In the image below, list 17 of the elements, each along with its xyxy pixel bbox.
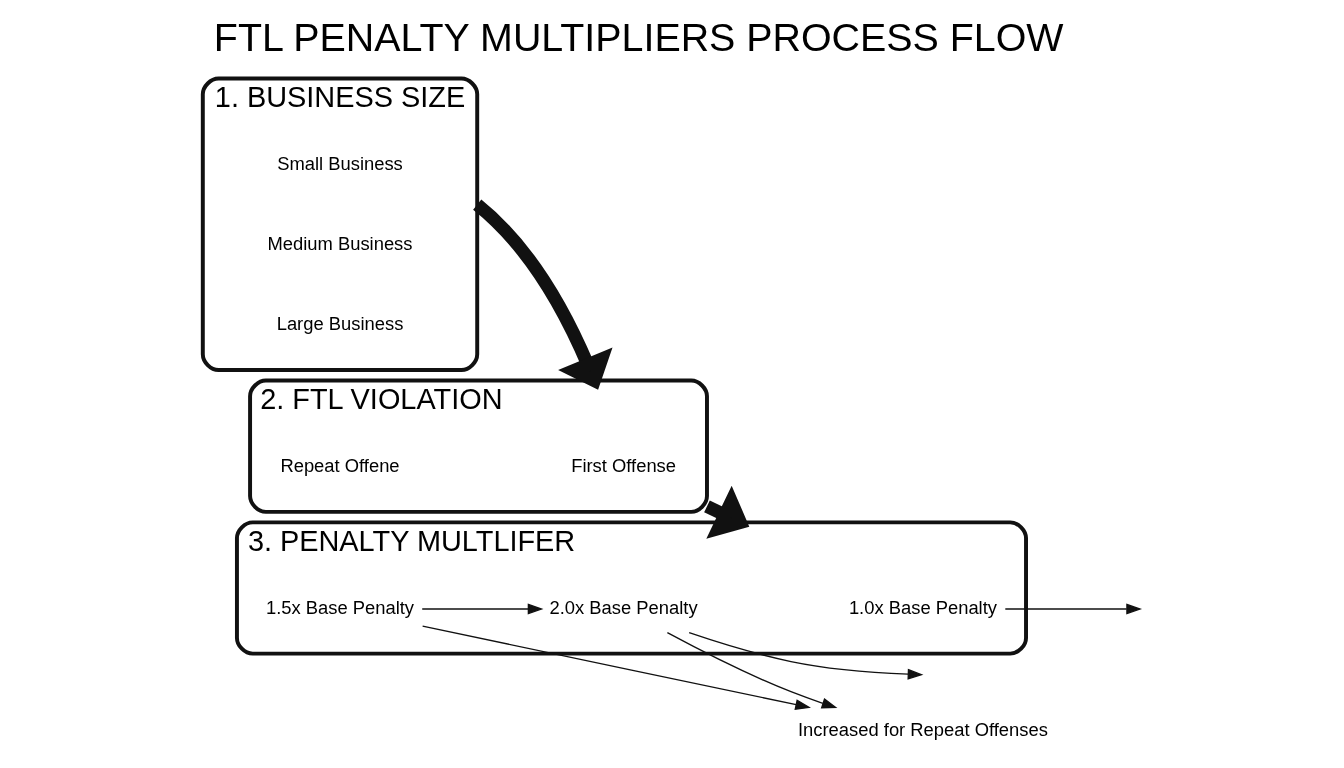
- node-text: Small Business: [277, 152, 403, 174]
- arrow: [472, 199, 613, 390]
- node-text: Repeat Offene: [280, 454, 400, 476]
- arrow: [666, 631, 838, 708]
- arrow: [421, 624, 811, 710]
- node-text: 2.0x Base Penalty: [549, 596, 698, 618]
- node-text: Increased for Repeat Offenses: [797, 718, 1048, 740]
- node-text: Medium Business: [267, 232, 413, 254]
- arrow: [421, 603, 544, 615]
- arrow: [688, 631, 924, 680]
- arrow: [1004, 603, 1143, 615]
- node-text: First Offense: [571, 454, 677, 476]
- node-text: 1.0x Base Penalty: [848, 596, 998, 618]
- diagram-title: FTL PENALTY MULTIPLIERS PROCESS FLOW: [213, 14, 1064, 59]
- arrow: [704, 485, 750, 539]
- node-text: 1.5x Base Penalty: [265, 596, 415, 618]
- node-text: Large Business: [276, 312, 404, 334]
